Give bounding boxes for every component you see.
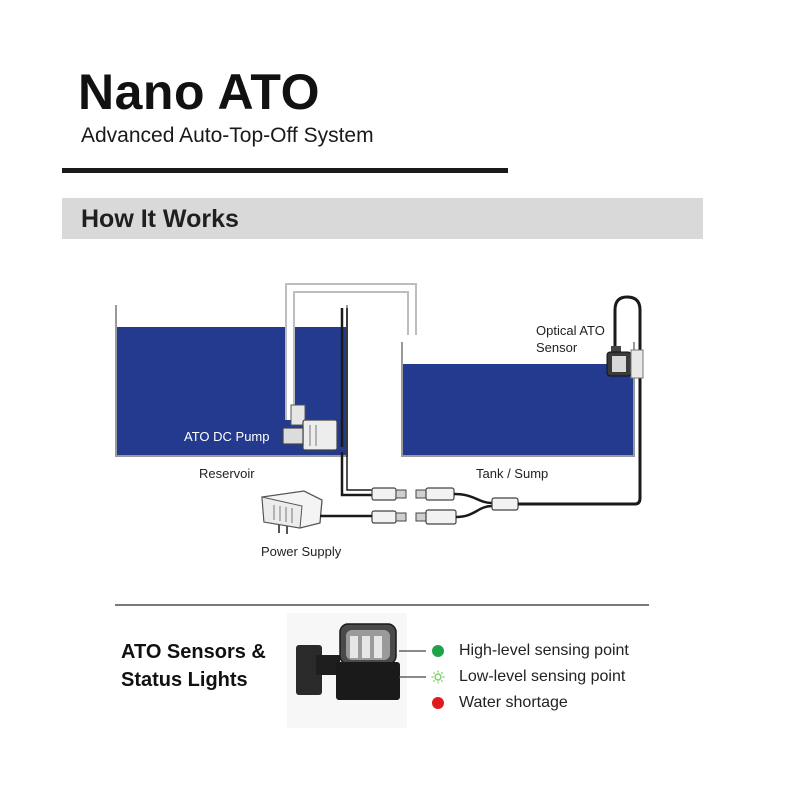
sensor-title-line2: Status Lights xyxy=(121,669,248,691)
sump-outline xyxy=(401,342,635,457)
power-supply-icon xyxy=(261,490,323,534)
page-subtitle: Advanced Auto-Top-Off System xyxy=(81,124,374,147)
legend-label: Water shortage xyxy=(459,694,568,711)
sensor-closeup-icon xyxy=(287,613,407,728)
sump-water xyxy=(402,364,634,455)
power-label: Power Supply xyxy=(261,544,342,559)
sun-icon xyxy=(431,670,445,684)
pump-cable-secondary xyxy=(346,308,372,491)
sensor-label-line2: Sensor xyxy=(536,340,578,355)
connector-pair-lower xyxy=(371,509,457,525)
reservoir-label: Reservoir xyxy=(199,466,255,481)
title-underline xyxy=(62,168,508,173)
red-dot-icon xyxy=(432,697,444,709)
y-splitter xyxy=(491,497,519,511)
sensor-title-line1: ATO Sensors & xyxy=(121,641,266,663)
section-banner: How It Works xyxy=(62,198,703,239)
optical-sensor-icon xyxy=(606,346,644,379)
green-dot-icon xyxy=(432,645,444,657)
pump-icon xyxy=(282,404,338,451)
sensor-label-line1: Optical ATO xyxy=(536,323,605,338)
topoff-tube-inner xyxy=(287,285,415,420)
sensor-cable xyxy=(518,295,642,506)
legend-label: High-level sensing point xyxy=(459,642,629,659)
page-title: Nano ATO xyxy=(78,64,320,120)
legend-item-water-shortage: Water shortage xyxy=(432,690,629,716)
section-heading: How It Works xyxy=(81,205,239,233)
pump-label: ATO DC Pump xyxy=(184,429,269,444)
tank-label: Tank / Sump xyxy=(476,466,548,481)
pump-cable xyxy=(340,308,372,497)
legend-label: Low-level sensing point xyxy=(459,668,626,685)
sump-tank xyxy=(401,342,635,457)
connector-pair-upper xyxy=(371,487,455,501)
legend-item-low-level: Low-level sensing point xyxy=(431,664,629,690)
status-light-legend: High-level sensing point Low-level sensi… xyxy=(431,638,629,716)
section-divider xyxy=(115,604,649,606)
legend-item-high-level: High-level sensing point xyxy=(432,638,629,664)
sensor-section-title: ATO Sensors & Status Lights xyxy=(121,638,266,694)
y-split-cables xyxy=(453,492,493,519)
